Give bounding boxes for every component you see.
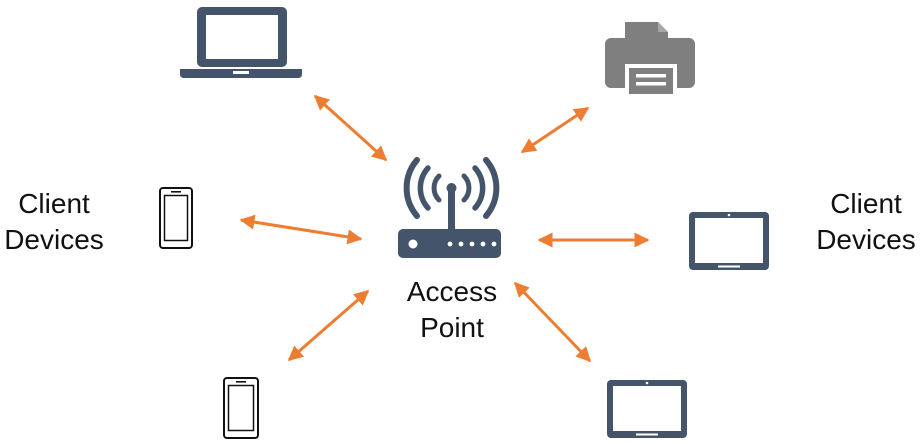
access-point-label: Access Point [392,274,512,346]
client-devices-label-left: Client Devices [0,186,108,258]
access-point-label-line1: Access [406,276,498,307]
client-devices-label-right-line2: Devices [816,224,916,255]
laptop-icon [180,7,302,78]
wireless-router-icon [398,157,501,258]
access-point-label-line2: Point [420,312,484,343]
connection-arrow-smartphone-left [239,214,363,245]
client-devices-label-left-line2: Devices [4,224,104,255]
tablet-icon [607,380,687,438]
connection-arrow-tablet-bottom [513,281,592,363]
smartphone-icon [223,377,259,439]
client-devices-label-left-line1: Client [18,188,90,219]
client-devices-label-right-line1: Client [830,188,902,219]
tablet-icon [689,212,769,270]
printer-icon [605,22,695,98]
connection-arrow-printer [520,106,590,154]
smartphone-icon [159,187,193,249]
client-devices-label-right: Client Devices [812,186,920,258]
connection-arrow-smartphone-bottom [287,289,370,362]
connection-arrow-laptop [313,94,388,162]
